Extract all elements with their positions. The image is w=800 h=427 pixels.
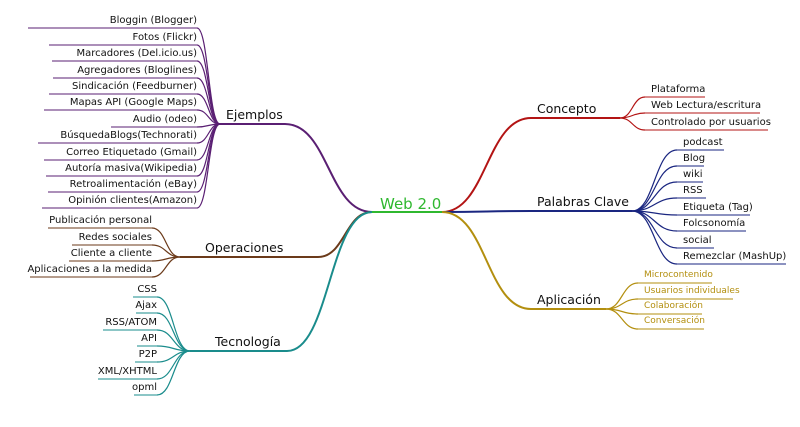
connector-leaf xyxy=(151,227,181,258)
connector-leaf xyxy=(196,60,221,125)
leaf-ejemplos: Bloggin (Blogger) xyxy=(109,15,197,26)
connector-center-palabras-clave xyxy=(441,210,532,213)
leaf-palabras-clave: Folcsonomía xyxy=(683,218,746,229)
leaf-tecnologia: RSS/ATOM xyxy=(105,317,157,328)
leaf-operaciones: Redes sociales xyxy=(78,232,152,243)
leaf-ejemplos: Correo Etiquetado (Gmail) xyxy=(66,147,197,158)
leaf-palabras-clave: Blog xyxy=(683,153,706,164)
connector-leaf xyxy=(156,296,191,352)
leaf-ejemplos: Opinión clientes(Amazon) xyxy=(68,195,197,206)
leaf-aplicacion: Colaboración xyxy=(644,301,703,311)
leaf-ejemplos: BúsquedaBlogs(Technorati) xyxy=(60,130,197,141)
connector-leaf xyxy=(156,350,191,396)
connector-leaf xyxy=(631,181,678,212)
center-node: Web 2.0 xyxy=(380,195,442,213)
leaf-concepto: Plataforma xyxy=(651,84,706,95)
connector-leaf xyxy=(156,350,191,380)
connector-center-ejemplos xyxy=(284,123,373,213)
connector-leaf xyxy=(605,282,639,310)
leaf-ejemplos: Fotos (Flickr) xyxy=(132,32,197,43)
leaf-tecnologia: API xyxy=(141,333,157,344)
leaf-concepto: Web Lectura/escritura xyxy=(651,100,762,111)
leaf-palabras-clave: podcast xyxy=(683,137,723,148)
branch-concepto: Concepto xyxy=(537,101,597,116)
branch-operaciones: Operaciones xyxy=(205,240,284,255)
leaf-tecnologia: Ajax xyxy=(135,300,157,311)
connector-center-concepto xyxy=(441,117,532,213)
leaf-aplicacion: Microcontenido xyxy=(644,270,713,280)
leaf-ejemplos: Mapas API (Google Maps) xyxy=(69,97,197,108)
connector-leaf xyxy=(156,312,191,352)
connector-leaf xyxy=(605,308,639,330)
leaf-palabras-clave: RSS xyxy=(683,185,703,196)
leaf-tecnologia: P2P xyxy=(138,349,157,360)
leaf-ejemplos: Retroalimentación (eBay) xyxy=(69,179,197,190)
branch-aplicacion: Aplicación xyxy=(537,292,601,307)
leaf-palabras-clave: wiki xyxy=(683,169,703,180)
connector-leaf xyxy=(631,210,678,232)
leaf-ejemplos: Sindicación (Feedburner) xyxy=(71,81,197,92)
leaf-concepto: Controlado por usuarios xyxy=(651,117,771,128)
connector-center-aplicacion xyxy=(441,211,532,310)
branch-palabras-clave: Palabras Clave xyxy=(537,194,629,209)
leaf-tecnologia: XML/XHTML xyxy=(97,366,157,377)
branch-ejemplos: Ejemplos xyxy=(226,107,283,122)
leaf-tecnologia: CSS xyxy=(137,284,157,295)
leaf-tecnologia: opml xyxy=(132,382,157,393)
branch-tecnologia: Tecnología xyxy=(215,334,281,349)
leaf-operaciones: Aplicaciones a la medida xyxy=(27,264,152,275)
connector-leaf xyxy=(151,244,181,258)
connector-center-tecnologia xyxy=(286,211,373,352)
leaf-palabras-clave: Etiqueta (Tag) xyxy=(683,202,753,213)
leaf-palabras-clave: social xyxy=(683,235,712,246)
connector-leaf xyxy=(619,112,646,119)
leaf-operaciones: Cliente a cliente xyxy=(70,248,152,259)
leaf-ejemplos: Marcadores (Del.icio.us) xyxy=(76,48,197,59)
leaf-operaciones: Publicación personal xyxy=(49,215,152,226)
leaf-aplicacion: Usuarios individuales xyxy=(644,286,740,296)
leaf-ejemplos: Autoría masiva(Wikipedia) xyxy=(65,163,197,174)
leaf-ejemplos: Agregadores (Bloglines) xyxy=(77,65,197,76)
leaf-palabras-clave: Remezclar (MashUp) xyxy=(683,251,787,262)
connector-center-operaciones xyxy=(317,211,373,258)
leaf-ejemplos: Audio (odeo) xyxy=(132,114,197,125)
connector-leaf xyxy=(196,123,221,209)
connector-leaf xyxy=(631,210,678,265)
connector-leaf xyxy=(619,117,646,131)
connector-leaf xyxy=(196,44,221,125)
connector-leaf xyxy=(631,149,678,212)
leaf-aplicacion: Conversación xyxy=(644,316,705,326)
connector-leaf xyxy=(631,210,678,249)
connector-leaf xyxy=(151,256,181,278)
connector-leaf xyxy=(619,96,646,119)
